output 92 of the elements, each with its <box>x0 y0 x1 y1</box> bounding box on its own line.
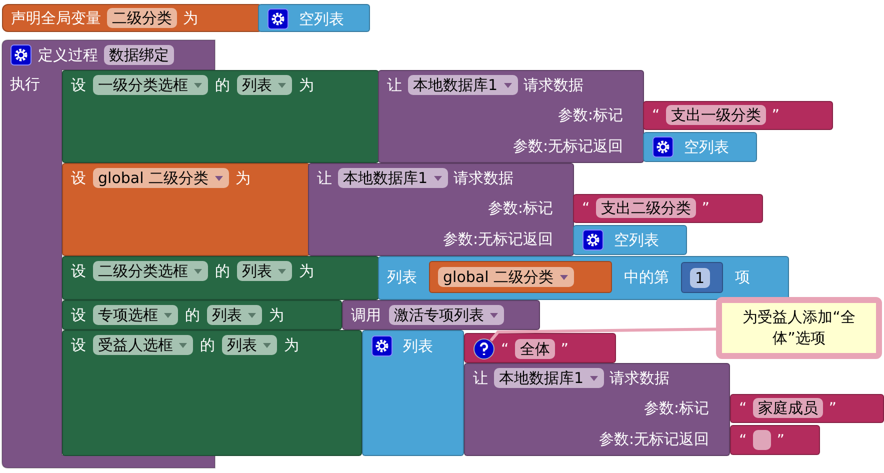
dropdown-field: 二级分类选框 <box>93 261 208 281</box>
block-label: 参数:无标记返回 <box>598 429 709 449</box>
variable-getter-block <box>429 261 612 293</box>
block-label: 声明全局变量 <box>11 8 101 28</box>
text-block <box>730 394 884 423</box>
text-block <box>643 101 833 130</box>
block-label: 的 <box>200 335 215 355</box>
quote-mark: “ <box>582 198 590 218</box>
text-field: 家庭成员 <box>752 398 823 418</box>
text-field: 二级分类 <box>107 8 177 28</box>
block-label: 让 <box>387 75 402 95</box>
block-label: 参数:无标记返回 <box>442 229 553 249</box>
dropdown-field: 列表 <box>237 75 292 95</box>
comment-balloon: 为受益人添加“全体”选项 <box>716 297 882 359</box>
leader-line <box>490 328 716 342</box>
dropdown-field: 本地数据库1 <box>338 168 448 188</box>
quote-mark: ” <box>772 105 780 125</box>
empty-list-block <box>573 225 687 255</box>
text-block <box>730 425 820 455</box>
quote-mark: ” <box>776 430 785 450</box>
text-field: 支出一级分类 <box>666 105 766 125</box>
quote-mark: ” <box>560 339 569 359</box>
dropdown-field: 受益人选框 <box>93 335 193 355</box>
block-label: 的 <box>185 305 200 325</box>
help-icon <box>473 338 495 360</box>
set-property-block <box>62 300 342 330</box>
block-label: 设 <box>71 168 86 188</box>
call-block <box>308 163 574 256</box>
call-block <box>378 70 644 163</box>
set-property-block <box>62 330 362 456</box>
text-field: 支出二级分类 <box>596 198 696 218</box>
dropdown-field: 列表 <box>207 305 262 325</box>
quote-mark: ” <box>828 398 837 418</box>
dropdown-field: 本地数据库1 <box>494 368 604 388</box>
dropdown-field: 激活专项列表 <box>389 305 504 325</box>
make-list-block <box>362 330 464 456</box>
quote-mark: ” <box>702 198 710 218</box>
call-block <box>464 363 730 456</box>
quote-mark: “ <box>652 105 660 125</box>
block-label: 参数:标记 <box>488 198 553 218</box>
block-label: 的 <box>215 75 230 95</box>
block-label: 为 <box>236 168 251 188</box>
set-variable-block <box>62 163 310 256</box>
dropdown-field: 列表 <box>222 335 277 355</box>
block-label: 空列表 <box>614 230 659 250</box>
block-label: 为 <box>183 8 198 28</box>
number-block <box>681 262 723 292</box>
quote-mark: “ <box>739 398 747 418</box>
block-label: 请求数据 <box>454 168 514 188</box>
block-label: 设 <box>71 305 86 325</box>
block-label: 设 <box>71 75 86 95</box>
block-label: 为 <box>284 335 299 355</box>
dropdown-field: global 二级分类 <box>438 267 574 287</box>
block-label: 设 <box>71 261 86 281</box>
block-label: 为 <box>299 261 314 281</box>
set-property-block <box>62 70 379 163</box>
text-block <box>464 333 616 363</box>
dropdown-field: global 二级分类 <box>93 168 229 188</box>
dropdown-field: 一级分类选框 <box>93 75 208 95</box>
text-field: 全体 <box>514 339 555 359</box>
select-list-item-block <box>378 256 789 300</box>
block-label: 为 <box>269 305 284 325</box>
block-label: 中的第 <box>624 267 669 287</box>
dropdown-field: 列表 <box>237 261 292 281</box>
dropdown-field: 专项选框 <box>93 305 178 325</box>
block-label: 执行 <box>10 74 40 94</box>
set-property-block <box>62 256 379 300</box>
block-label: 列表 <box>387 267 417 287</box>
block-label: 参数:标记 <box>644 398 709 418</box>
block-label: 设 <box>71 335 86 355</box>
block-label: 的 <box>215 261 230 281</box>
empty-list-block <box>643 132 757 162</box>
block-label: 定义过程 <box>38 45 98 65</box>
number-field: 1 <box>690 268 710 288</box>
block-label: 项 <box>735 267 750 287</box>
procedure-call-block <box>342 300 540 330</box>
block-label: 参数:标记 <box>558 105 623 125</box>
quote-mark: “ <box>739 430 747 450</box>
quote-mark: “ <box>501 339 509 359</box>
block-label: 空列表 <box>299 9 344 29</box>
text-field: 数据绑定 <box>104 45 174 65</box>
block-label: 请求数据 <box>524 75 584 95</box>
block-label: 调用 <box>351 305 381 325</box>
block-label: 空列表 <box>684 137 729 157</box>
block-label: 列表 <box>403 336 433 356</box>
block-label: 让 <box>473 368 488 388</box>
block-label: 为 <box>299 75 314 95</box>
block-label: 让 <box>317 168 332 188</box>
block-label: 请求数据 <box>610 368 670 388</box>
dropdown-field: 本地数据库1 <box>408 75 518 95</box>
block-label: 参数:无标记返回 <box>512 136 623 156</box>
text-block <box>573 194 763 223</box>
